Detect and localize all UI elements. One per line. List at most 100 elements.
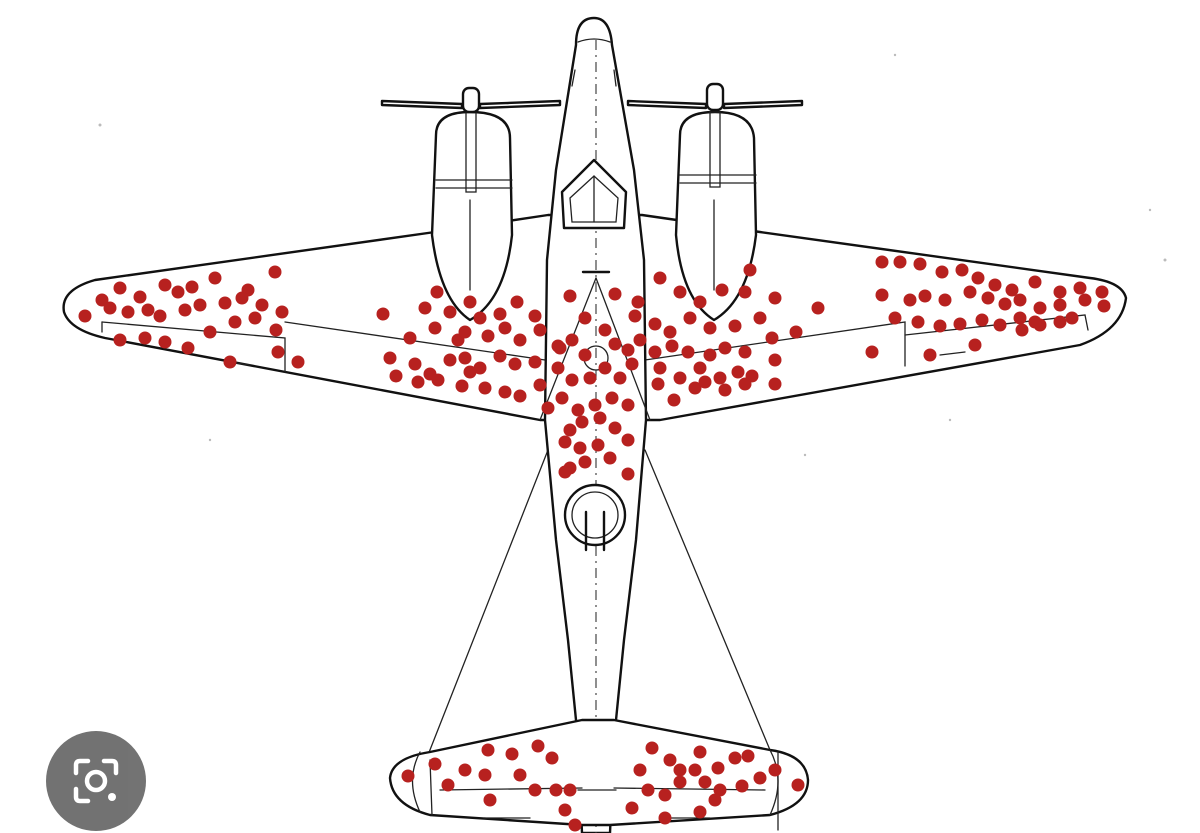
damage-hit-marker — [728, 751, 742, 765]
damage-hit-marker — [549, 783, 563, 797]
damage-hit-marker — [563, 289, 577, 303]
paper-specks — [98, 53, 1167, 457]
damage-hit-marker — [203, 325, 217, 339]
tail-plane — [388, 718, 810, 827]
damage-hit-marker — [528, 309, 542, 323]
camera-lens-icon — [73, 758, 119, 804]
damage-hit-marker — [631, 295, 645, 309]
damage-hit-marker — [171, 285, 185, 299]
damage-hit-marker — [998, 297, 1012, 311]
fuselage — [543, 16, 648, 833]
damage-hit-marker — [463, 365, 477, 379]
damage-hit-marker — [478, 381, 492, 395]
damage-hit-marker — [698, 775, 712, 789]
damage-hit-marker — [913, 257, 927, 271]
damage-hit-marker — [223, 355, 237, 369]
damage-hit-marker — [875, 288, 889, 302]
damage-hit-marker — [255, 298, 269, 312]
damage-hit-marker — [541, 401, 555, 415]
damage-hit-marker — [608, 421, 622, 435]
damage-hit-marker — [513, 333, 527, 347]
damage-hit-marker — [103, 301, 117, 315]
damage-hit-marker — [533, 323, 547, 337]
damage-hit-marker — [458, 351, 472, 365]
damage-hit-marker — [553, 341, 567, 355]
damage-hit-marker — [248, 311, 262, 325]
damage-hit-marker — [673, 371, 687, 385]
damage-hit-marker — [481, 743, 495, 757]
damage-hit-marker — [1053, 298, 1067, 312]
damage-hit-marker — [455, 379, 469, 393]
damage-hit-marker — [193, 298, 207, 312]
damage-hit-marker — [578, 311, 592, 325]
damage-hit-marker — [1033, 301, 1047, 315]
damage-hit-marker — [573, 441, 587, 455]
damage-hit-marker — [768, 353, 782, 367]
damage-hit-marker — [645, 741, 659, 755]
damage-hit-marker — [178, 303, 192, 317]
damage-hit-marker — [113, 281, 127, 295]
damage-hit-marker — [565, 333, 579, 347]
damage-hit-marker — [933, 319, 947, 333]
damage-hit-marker — [545, 751, 559, 765]
lens-search-button[interactable] — [46, 731, 146, 831]
damage-hit-marker — [768, 763, 782, 777]
damage-hit-marker — [953, 317, 967, 331]
damage-hit-marker — [693, 805, 707, 819]
damage-hit-marker — [473, 361, 487, 375]
right-engine — [674, 110, 758, 322]
damage-hit-marker — [688, 381, 702, 395]
right-propeller — [626, 82, 804, 112]
damage-hit-marker — [291, 355, 305, 369]
damage-hit-marker — [443, 353, 457, 367]
damage-hit-marker — [811, 301, 825, 315]
damage-hit-marker — [493, 307, 507, 321]
damage-hit-marker — [271, 345, 285, 359]
damage-hit-marker — [911, 315, 925, 329]
damage-hit-marker — [185, 280, 199, 294]
damage-hit-marker — [735, 779, 749, 793]
damage-hit-marker — [1053, 285, 1067, 299]
damage-hit-marker — [1013, 293, 1027, 307]
damage-hit-marker — [738, 285, 752, 299]
damage-hit-marker — [875, 255, 889, 269]
damage-hit-marker — [718, 341, 732, 355]
damage-hit-marker — [498, 321, 512, 335]
damage-hit-marker — [430, 285, 444, 299]
damage-hit-marker — [789, 325, 803, 339]
damage-hit-marker — [753, 311, 767, 325]
damage-hit-marker — [138, 331, 152, 345]
damage-hit-marker — [683, 311, 697, 325]
damage-hit-marker — [563, 423, 577, 437]
damage-hit-marker — [693, 361, 707, 375]
damage-hit-marker — [955, 263, 969, 277]
damage-hit-marker — [533, 378, 547, 392]
damage-hit-marker — [1015, 323, 1029, 337]
damage-hit-marker — [658, 811, 672, 825]
damage-hit-marker — [1028, 315, 1042, 329]
damage-hit-marker — [558, 465, 572, 479]
damage-hit-marker — [641, 783, 655, 797]
damage-hit-marker — [513, 768, 527, 782]
damage-hit-marker — [481, 329, 495, 343]
damage-hit-marker — [743, 263, 757, 277]
damage-hit-marker — [383, 351, 397, 365]
damage-hit-marker — [865, 345, 879, 359]
damage-hit-marker — [95, 293, 109, 307]
left-propeller — [380, 86, 562, 114]
damage-hit-marker — [613, 371, 627, 385]
damage-hit-marker — [791, 778, 805, 792]
damage-hit-marker — [1097, 299, 1111, 313]
damage-hit-marker — [633, 763, 647, 777]
damage-hit-marker — [158, 278, 172, 292]
damage-hit-marker — [981, 291, 995, 305]
damage-hit-marker — [741, 749, 755, 763]
damage-hit-marker — [693, 295, 707, 309]
damage-hit-marker — [621, 467, 635, 481]
damage-hit-marker — [153, 309, 167, 323]
damage-hit-marker — [575, 415, 589, 429]
damage-hit-marker — [681, 345, 695, 359]
damage-hit-marker — [1013, 311, 1027, 325]
damage-hit-marker — [963, 285, 977, 299]
